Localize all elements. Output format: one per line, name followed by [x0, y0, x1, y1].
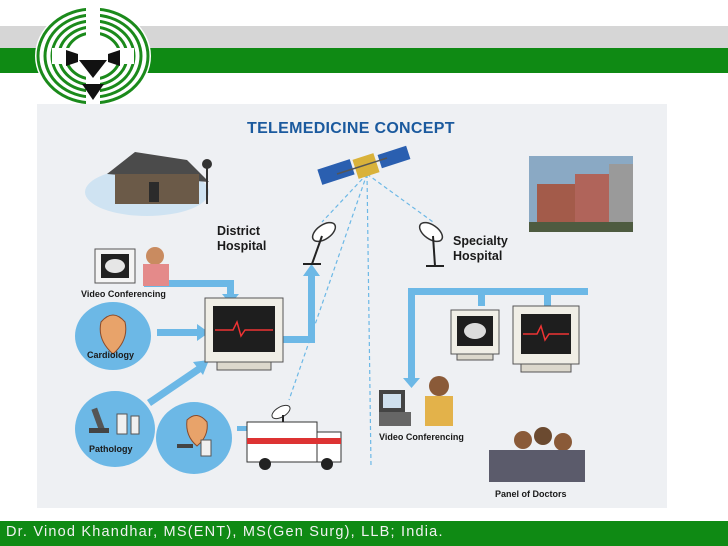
pathology-label: Pathology: [89, 444, 133, 454]
pathology-node: [75, 391, 155, 467]
footer-credit: Dr. Vinod Khandhar, MS(ENT), MS(Gen Surg…: [6, 524, 444, 540]
satellite: [317, 145, 411, 185]
satellite-links: [288, 173, 434, 467]
specialty-monitor-small: [450, 309, 500, 361]
footer-bar: Dr. Vinod Khandhar, MS(ENT), MS(Gen Surg…: [0, 521, 728, 546]
ambulance: [246, 404, 342, 470]
mobile-lab-node: [156, 402, 232, 474]
specialty-hospital-label: Specialty Hospital: [453, 234, 508, 263]
cardiology-node: [75, 302, 151, 370]
district-hospital-label: District Hospital: [217, 224, 267, 253]
video-conf-right: [379, 376, 453, 426]
hospital-photo: [529, 156, 633, 232]
video-conf-left: [94, 247, 169, 286]
telemedicine-diagram: TELEMEDICINE CONCEPT District Hospital S…: [37, 104, 667, 508]
video-conferencing-left-label: Video Conferencing: [81, 289, 166, 299]
logo-emblem: [35, 6, 151, 106]
panel-of-doctors-label: Panel of Doctors: [495, 489, 567, 499]
specialty-antenna: [418, 221, 444, 267]
village-hut: [85, 152, 212, 216]
flow-arrows: [144, 264, 588, 431]
specialty-monitor-large: [512, 305, 580, 373]
central-monitor: [204, 297, 284, 371]
video-conferencing-right-label: Video Conferencing: [379, 432, 464, 442]
district-antenna: [303, 221, 337, 265]
diagram-title: TELEMEDICINE CONCEPT: [247, 120, 455, 137]
panel-of-doctors: [489, 427, 585, 482]
diagram-graphics: [75, 145, 633, 482]
header-gray-band: [0, 26, 728, 48]
cardiology-label: Cardiology: [87, 350, 135, 360]
